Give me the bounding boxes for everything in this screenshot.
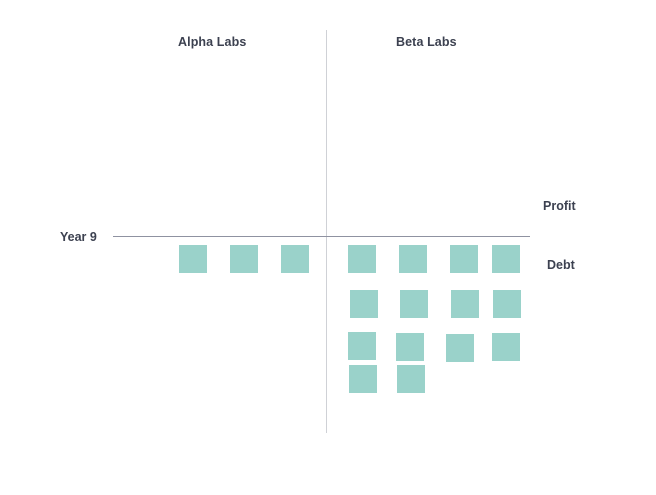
- pictogram-unit-beta: [350, 290, 378, 318]
- pictogram-unit-beta: [451, 290, 479, 318]
- pictogram-unit-alpha: [179, 245, 207, 273]
- pictogram-unit-beta: [446, 334, 474, 362]
- pictogram-unit-beta: [348, 245, 376, 273]
- pictogram-unit-beta: [450, 245, 478, 273]
- pictogram-unit-beta: [349, 365, 377, 393]
- column-header-beta-labs: Beta Labs: [396, 35, 457, 49]
- zero-baseline-axis: [113, 236, 530, 237]
- column-header-alpha-labs: Alpha Labs: [178, 35, 247, 49]
- pictogram-unit-beta: [399, 245, 427, 273]
- pictogram-unit-beta: [493, 290, 521, 318]
- pictogram-unit-beta: [492, 245, 520, 273]
- pictogram-unit-beta: [396, 333, 424, 361]
- axis-label-debt: Debt: [547, 258, 575, 272]
- pictogram-unit-beta: [492, 333, 520, 361]
- axis-label-profit: Profit: [543, 199, 576, 213]
- pictogram-unit-beta: [348, 332, 376, 360]
- pictogram-unit-alpha: [281, 245, 309, 273]
- pictogram-unit-beta: [397, 365, 425, 393]
- row-label-year: Year 9: [60, 230, 97, 244]
- pictogram-unit-beta: [400, 290, 428, 318]
- category-divider-line: [326, 30, 327, 433]
- pictogram-unit-alpha: [230, 245, 258, 273]
